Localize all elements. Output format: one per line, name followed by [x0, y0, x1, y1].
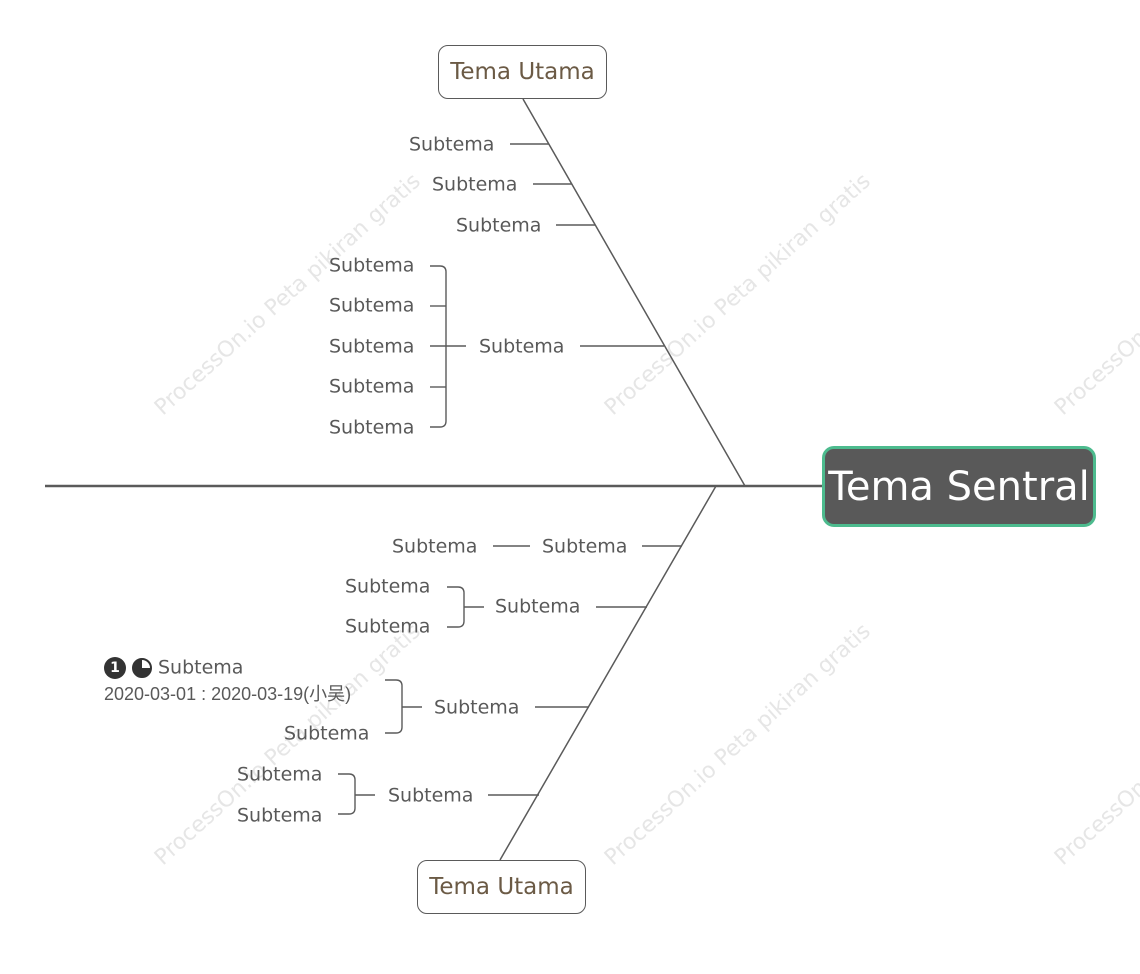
subtopic[interactable]: Subtema	[434, 696, 520, 719]
bottom-bracket	[385, 679, 403, 734]
child-subtopic[interactable]: Subtema	[237, 763, 323, 786]
task-date-range: 2020-03-01 : 2020-03-19(小吴)	[104, 684, 352, 704]
subtopic[interactable]: Subtema	[456, 214, 542, 237]
subtopic[interactable]: Subtema	[388, 784, 474, 807]
central-topic[interactable]: Tema Sentral	[822, 446, 1096, 527]
child-subtopic[interactable]: Subtema	[345, 575, 431, 598]
subtopic[interactable]: Subtema	[479, 335, 565, 358]
subtopic[interactable]: Subtema	[409, 133, 495, 156]
top-bone-line	[522, 98, 746, 487]
subtopic[interactable]: Subtema	[542, 535, 628, 558]
task-subtopic-label: Subtema	[158, 656, 244, 679]
child-subtopic[interactable]: Subtema	[329, 375, 415, 398]
subtopic[interactable]: Subtema	[495, 595, 581, 618]
child-subtopic[interactable]: Subtema	[329, 294, 415, 317]
main-topic-label: Tema Utama	[429, 874, 574, 900]
subtopic[interactable]: Subtema	[432, 173, 518, 196]
bottom-bone-line	[499, 485, 717, 861]
child-subtopic[interactable]: Subtema	[329, 416, 415, 439]
child-subtopic[interactable]: Subtema	[329, 254, 415, 277]
child-subtopic[interactable]: Subtema	[284, 722, 370, 745]
bottom-bracket	[338, 773, 356, 815]
main-topic-label: Tema Utama	[450, 59, 595, 85]
central-topic-label: Tema Sentral	[828, 463, 1090, 510]
progress-75-icon	[132, 658, 152, 678]
priority-1-icon: 1	[104, 657, 126, 679]
task-subtopic[interactable]: 1 Subtema	[104, 657, 243, 679]
child-subtopic[interactable]: Subtema	[345, 615, 431, 638]
child-subtopic[interactable]: Subtema	[392, 535, 478, 558]
main-topic-top[interactable]: Tema Utama	[438, 45, 607, 99]
main-topic-bottom[interactable]: Tema Utama	[417, 860, 586, 914]
child-subtopic[interactable]: Subtema	[329, 335, 415, 358]
bottom-bracket	[447, 586, 465, 628]
connector-lines	[45, 98, 822, 861]
child-subtopic[interactable]: Subtema	[237, 804, 323, 827]
